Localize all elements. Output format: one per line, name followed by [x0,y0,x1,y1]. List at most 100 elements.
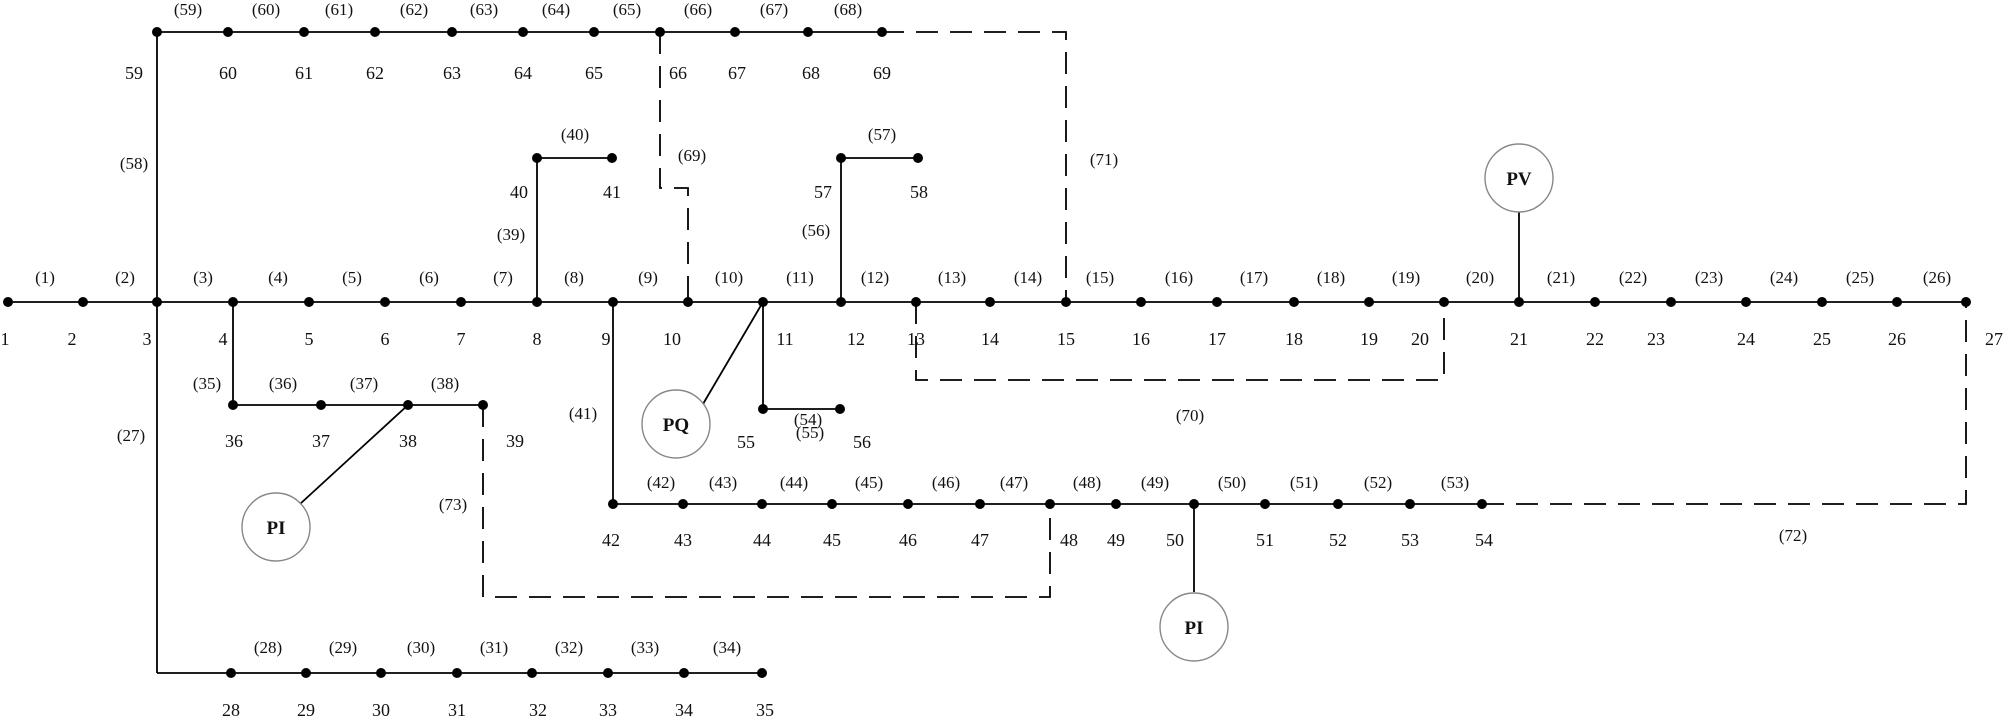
branch-label-71: (71) [1090,150,1118,169]
branch-label-22: (22) [1619,268,1647,287]
node-label-53: 53 [1401,530,1419,550]
node-label-8: 8 [533,329,542,349]
branch-label-30: (30) [407,638,435,657]
node-dot-49 [1111,499,1121,509]
node-label-59: 59 [125,63,143,83]
branch-label-18: (18) [1317,268,1345,287]
node-label-65: 65 [585,63,603,83]
node-label-17: 17 [1208,329,1226,349]
node-label-52: 52 [1329,530,1347,550]
node-dot-25 [1817,297,1827,307]
node-label-19: 19 [1360,329,1378,349]
node-dot-26 [1892,297,1902,307]
node-dot-54 [1477,499,1487,509]
node-label-40: 40 [510,182,528,202]
node-dot-8 [532,297,542,307]
branch-label-17: (17) [1240,268,1268,287]
node-label-16: 16 [1132,329,1150,349]
branch-label-7: (7) [493,268,513,287]
node-dot-55 [758,404,768,414]
tie-line-71 [882,31,1067,302]
node-dot-41 [607,153,617,163]
branch-label-65: (65) [613,0,641,19]
node-label-15: 15 [1057,329,1075,349]
node-dot-20 [1439,297,1449,307]
node-label-68: 68 [802,63,820,83]
pi38-connection-line [299,404,409,505]
pv-generator-circle [1484,143,1554,213]
tie-line-73 [482,405,1051,598]
node-dot-36 [228,400,238,410]
node-dot-47 [975,499,985,509]
node-label-60: 60 [219,63,237,83]
branch-label-69: (69) [678,146,706,165]
node-label-29: 29 [297,700,315,718]
node-dot-21 [1514,297,1524,307]
node-dot-9 [608,297,618,307]
branch-label-25: (25) [1846,268,1874,287]
node-dot-43 [678,499,688,509]
branch-label-3: (3) [193,268,213,287]
node-label-58: 58 [910,182,928,202]
generators: PV PQ PI PI [241,143,1554,662]
node-dot-35 [757,668,767,678]
branch-label-11: (11) [786,268,814,287]
node-dot-59 [152,27,162,37]
branch-label-57: (57) [868,125,896,144]
node-label-18: 18 [1285,329,1303,349]
node-dot-11 [758,297,768,307]
node-label-42: 42 [602,530,620,550]
node-label-45: 45 [823,530,841,550]
pi-generator-50-label: PI [1185,618,1204,639]
node-dot-56 [835,404,845,414]
tie-lines [482,31,1967,598]
branch-label-1: (1) [35,268,55,287]
branch-label-20: (20) [1466,268,1494,287]
node-label-57: 57 [814,182,832,202]
node-dot-50 [1189,499,1199,509]
branch-label-35: (35) [193,374,221,393]
node-dot-48 [1045,499,1055,509]
node-dot-30 [376,668,386,678]
branch-label-49: (49) [1141,473,1169,492]
node-label-32: 32 [529,700,547,718]
node-dot-61 [299,27,309,37]
node-dot-34 [679,668,689,678]
node-dot-5 [304,297,314,307]
node-label-47: 47 [971,530,989,550]
branch-label-50: (50) [1218,473,1246,492]
node-dot-66 [655,27,665,37]
node-label-33: 33 [599,700,617,718]
node-label-3: 3 [143,329,152,349]
node-dot-62 [370,27,380,37]
node-dot-64 [518,27,528,37]
pi-generator-38-label: PI [267,518,286,539]
pq-connection-line [702,301,764,405]
branch-label-14: (14) [1014,268,1042,287]
node-dot-37 [316,400,326,410]
node-label-14: 14 [981,329,999,349]
node-dot-16 [1136,297,1146,307]
branch-label-48: (48) [1073,473,1101,492]
node-dot-65 [589,27,599,37]
branch-label-4: (4) [268,268,288,287]
node-label-23: 23 [1647,329,1665,349]
node-dot-31 [452,668,462,678]
node-dots [3,27,1971,678]
branch-label-52: (52) [1364,473,1392,492]
node-dot-52 [1333,499,1343,509]
node-dot-12 [836,297,846,307]
node-label-25: 25 [1813,329,1831,349]
node-dot-22 [1590,297,1600,307]
node-dot-38 [403,400,413,410]
node-dot-13 [911,297,921,307]
node-dot-24 [1741,297,1751,307]
branch-label-47: (47) [1000,473,1028,492]
node-label-11: 11 [776,329,793,349]
branch-label-12: (12) [861,268,889,287]
branch-label-16: (16) [1165,268,1193,287]
node-dot-51 [1260,499,1270,509]
node-dot-18 [1289,297,1299,307]
node-label-7: 7 [457,329,466,349]
branch-label-54: (54) [794,410,822,429]
